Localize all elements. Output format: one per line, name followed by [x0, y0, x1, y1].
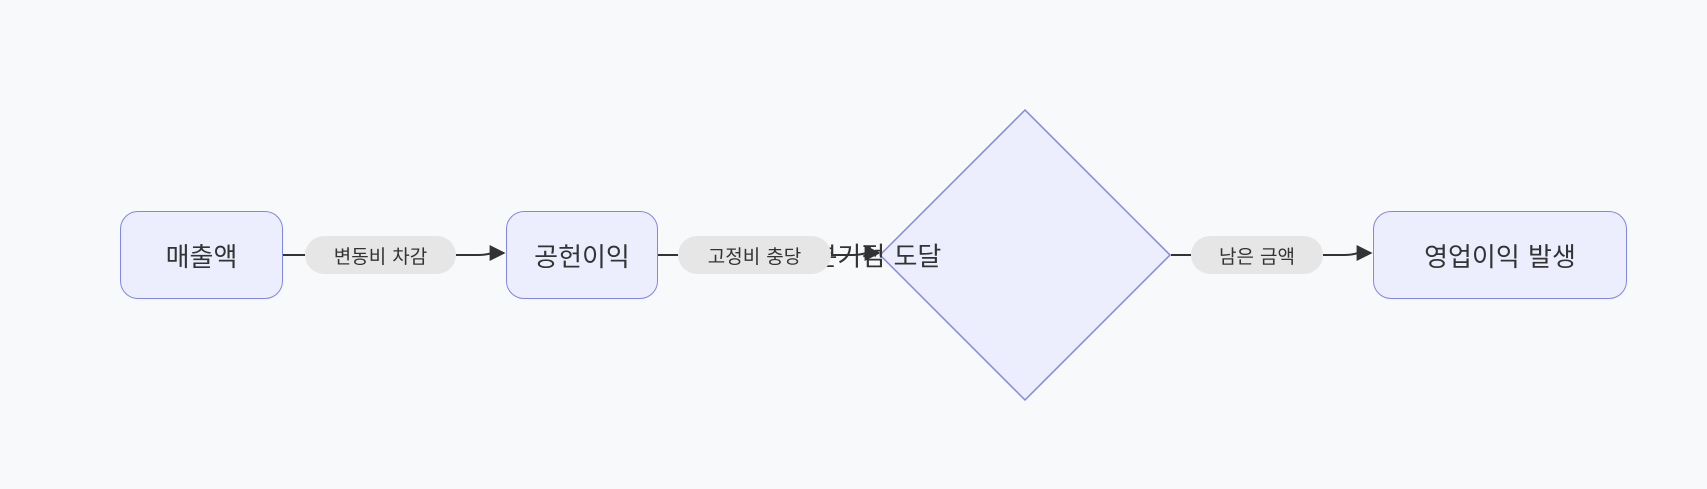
- node-operating-profit[interactable]: 영업이익 발생: [1373, 211, 1627, 299]
- edge-breakeven-to-profit: [1171, 253, 1371, 255]
- edge-label-sales-to-margin-text: 변동비 차감: [333, 245, 428, 268]
- edge-label-margin-to-breakeven: 고정비 충당: [678, 236, 831, 274]
- node-operating-profit-label: 영업이익 발생: [1424, 242, 1576, 273]
- edge-label-margin-to-breakeven-text: 고정비 충당: [707, 245, 802, 268]
- node-sales[interactable]: 매출액: [120, 211, 283, 299]
- edge-label-sales-to-margin: 변동비 차감: [305, 236, 456, 274]
- edge-label-breakeven-to-profit-text: 남은 금액: [1219, 245, 1295, 268]
- node-contribution-margin[interactable]: 공헌이익: [506, 211, 658, 299]
- node-sales-label: 매출액: [165, 242, 238, 273]
- node-contribution-margin-label: 공헌이익: [534, 242, 630, 273]
- edge-sales-to-margin: [283, 253, 504, 255]
- edge-label-breakeven-to-profit: 남은 금액: [1191, 236, 1323, 274]
- edge-margin-to-breakeven: [658, 253, 879, 255]
- break-even-diamond[interactable]: [878, 108, 1172, 402]
